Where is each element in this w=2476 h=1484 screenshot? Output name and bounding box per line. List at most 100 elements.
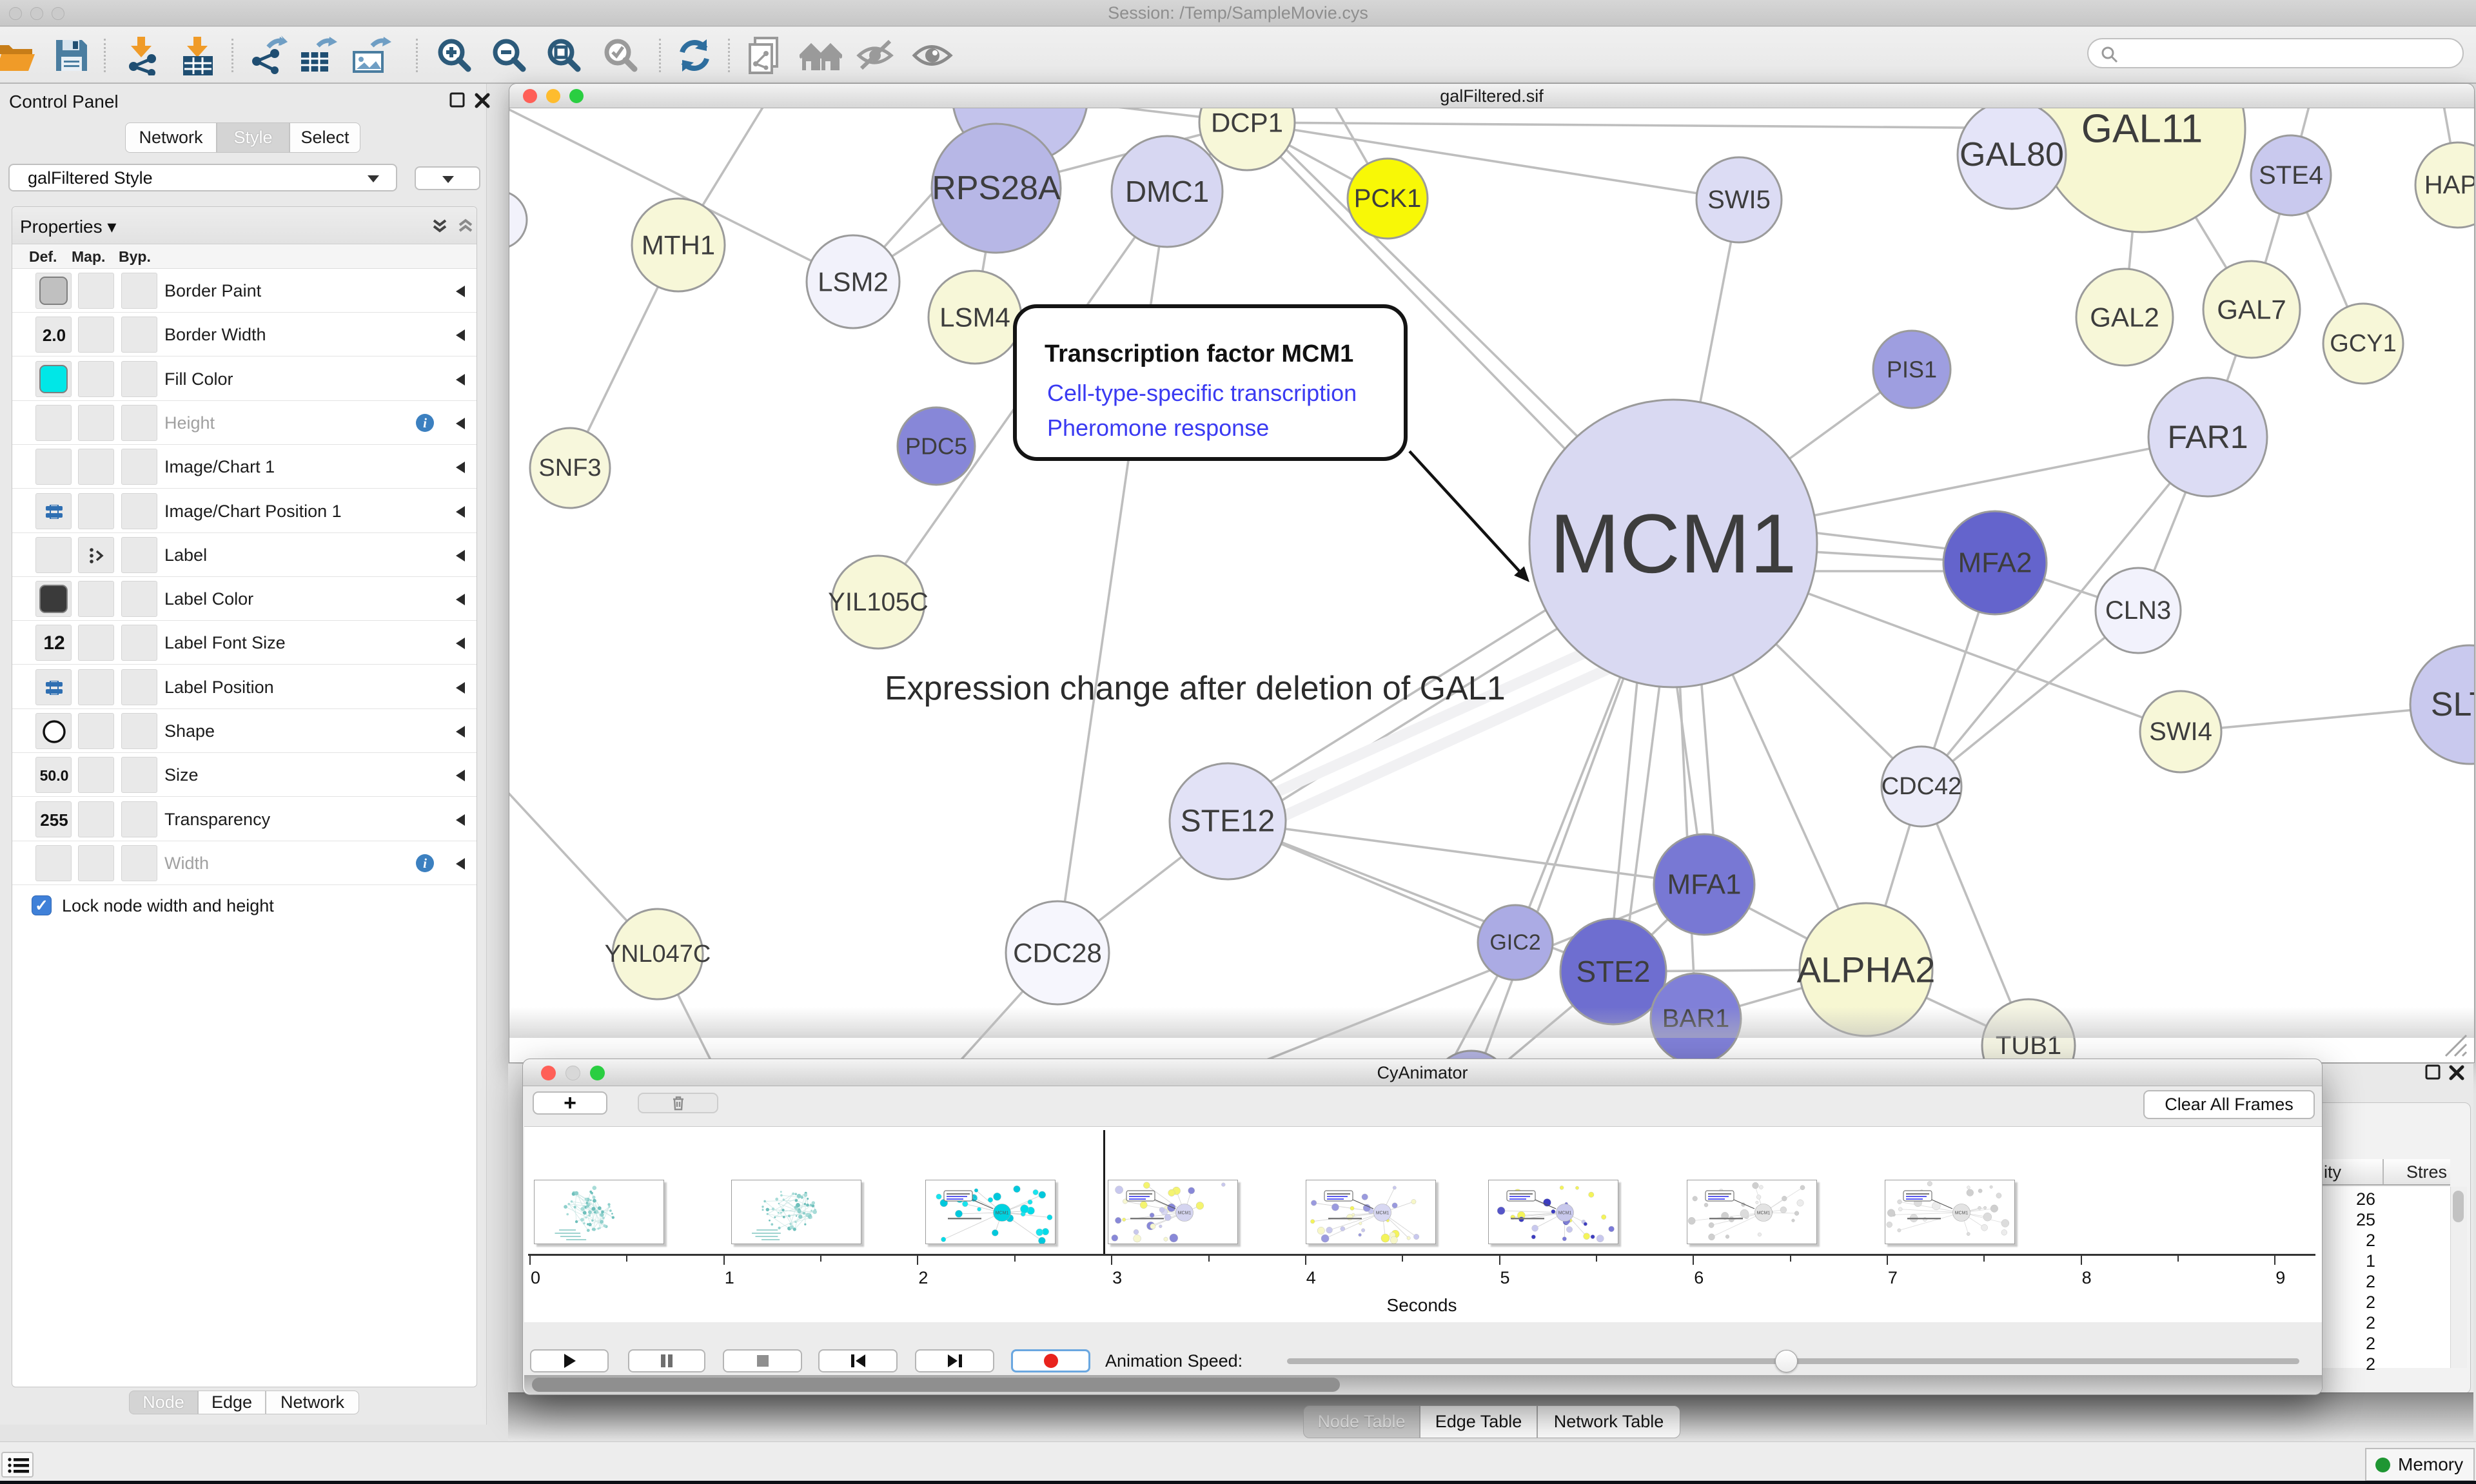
style-options-button[interactable] — [415, 166, 480, 190]
import-network-icon[interactable] — [119, 27, 163, 84]
network-edge[interactable] — [509, 108, 854, 283]
node-far1[interactable]: FAR1 — [2147, 376, 2268, 498]
tab-network[interactable]: Network — [125, 122, 217, 153]
property-row-label-color[interactable]: Label Color — [12, 577, 477, 621]
mapping-cell[interactable] — [78, 449, 114, 485]
panel-tab-edge[interactable]: Edge — [198, 1391, 266, 1414]
app-close-button[interactable] — [9, 7, 22, 20]
animation-speed-slider-thumb[interactable] — [1775, 1350, 1798, 1372]
expand-all-icon[interactable] — [430, 217, 449, 236]
bypass-cell[interactable] — [121, 404, 157, 441]
collapse-row-icon[interactable] — [456, 505, 465, 518]
node-mth1[interactable]: MTH1 — [631, 197, 726, 293]
network-edge[interactable] — [677, 108, 852, 246]
node-gic2[interactable]: GIC2 — [1477, 904, 1554, 981]
info-icon[interactable]: i — [416, 854, 434, 872]
default-value-cell[interactable] — [35, 360, 72, 397]
frame-thumbnail-8[interactable]: MCM1 — [1885, 1180, 2015, 1244]
annotation-link[interactable]: Cell-type-specific transcription — [1047, 380, 1357, 406]
node-gcy1[interactable]: GCY1 — [2322, 302, 2404, 385]
mapping-cell[interactable] — [78, 404, 114, 441]
annotation-link[interactable]: Pheromone response — [1047, 415, 1269, 441]
mapping-cell[interactable] — [78, 581, 114, 618]
annotation-callout[interactable]: Transcription factor MCM1Cell-type-speci… — [1013, 304, 1529, 582]
bypass-cell[interactable] — [121, 581, 157, 618]
play-button[interactable] — [530, 1349, 609, 1372]
collapse-row-icon[interactable] — [456, 417, 465, 429]
node-bar1[interactable]: BAR1 — [1649, 972, 1742, 1062]
tab-style[interactable]: Style — [217, 122, 290, 153]
network-close-button[interactable] — [523, 89, 537, 103]
frame-thumbnail-1[interactable] — [534, 1180, 664, 1244]
bypass-cell[interactable] — [121, 757, 157, 794]
node-dcp1[interactable]: DCP1 — [1198, 108, 1296, 171]
node-rps28a[interactable]: RPS28A — [930, 122, 1062, 254]
cyanimator-title-bar[interactable]: CyAnimator — [523, 1059, 2322, 1086]
collapse-row-icon[interactable] — [456, 373, 465, 386]
frame-thumbnail-4[interactable]: MCM1 — [1108, 1180, 1238, 1244]
zoom-out-icon[interactable] — [487, 27, 531, 84]
network-edge[interactable] — [1920, 609, 2139, 788]
collapse-row-icon[interactable] — [456, 638, 465, 650]
open-folder-icon[interactable] — [0, 27, 37, 84]
cyanimator-minimize-button[interactable] — [565, 1066, 580, 1080]
node-slt2[interactable]: SLT2 — [2409, 644, 2474, 765]
zoom-fit-icon[interactable] — [542, 27, 586, 84]
zoom-in-icon[interactable] — [433, 27, 477, 84]
node-alpha2[interactable]: ALPHA2 — [1797, 902, 1936, 1037]
panel-tab-node[interactable]: Node — [129, 1391, 198, 1414]
node-mfa1[interactable]: MFA1 — [1653, 833, 1756, 936]
bypass-cell[interactable] — [121, 360, 157, 397]
property-row-border-paint[interactable]: Border Paint — [12, 269, 477, 313]
mapping-cell[interactable] — [78, 669, 114, 705]
node-hidden[interactable] — [509, 191, 528, 249]
delete-frame-button[interactable] — [638, 1093, 718, 1113]
close-panel-icon[interactable] — [473, 92, 491, 110]
export-network-icon[interactable] — [246, 27, 290, 84]
resize-grip-icon[interactable] — [2441, 1030, 2469, 1059]
float-panel-icon[interactable] — [449, 92, 466, 108]
node-swi4[interactable]: SWI4 — [2139, 690, 2223, 774]
bypass-cell[interactable] — [121, 449, 157, 485]
canvas-text-annotation[interactable]: Expression change after deletion of GAL1 — [885, 670, 1506, 707]
snapshot-icon[interactable] — [742, 27, 786, 84]
bypass-cell[interactable] — [121, 845, 157, 881]
node-pdc5[interactable]: PDC5 — [896, 406, 976, 486]
cyanimator-zoom-button[interactable] — [590, 1066, 605, 1080]
highlighted-edge[interactable] — [1241, 627, 1634, 812]
tab-node-table[interactable]: Node Table — [1303, 1405, 1420, 1438]
default-value-cell[interactable] — [35, 581, 72, 618]
hide-selected-icon[interactable] — [855, 27, 899, 84]
stop-button[interactable] — [723, 1349, 802, 1372]
default-value-cell[interactable]: 2.0 — [35, 317, 72, 353]
refresh-icon[interactable] — [673, 27, 716, 84]
collapse-row-icon[interactable] — [456, 814, 465, 826]
table-vertical-scrollbar[interactable] — [2450, 1187, 2467, 1368]
node-dmc1[interactable]: DMC1 — [1110, 135, 1224, 248]
float-table-panel-icon[interactable] — [2424, 1064, 2441, 1080]
mapping-cell[interactable] — [78, 801, 114, 837]
default-value-cell[interactable] — [35, 713, 72, 749]
node-gal11[interactable]: GAL11 — [2038, 108, 2246, 233]
frame-thumbnail-2[interactable] — [731, 1180, 861, 1244]
export-image-icon[interactable] — [349, 27, 393, 84]
bypass-cell[interactable] — [121, 625, 157, 661]
default-value-cell[interactable] — [35, 669, 72, 705]
mapping-cell[interactable] — [78, 713, 114, 749]
collapse-row-icon[interactable] — [456, 329, 465, 342]
network-canvas[interactable]: RPS28BDCP1RPS28ADMC1PCK1SWI5GAL11GAL80ST… — [509, 108, 2474, 1062]
mapping-cell[interactable] — [78, 273, 114, 309]
default-value-cell[interactable]: 12 — [35, 625, 72, 661]
node-mcm1[interactable]: MCM1 — [1528, 398, 1818, 688]
collapse-row-icon[interactable] — [456, 770, 465, 782]
app-minimize-button[interactable] — [30, 7, 43, 20]
skip-start-button[interactable] — [818, 1349, 898, 1372]
default-value-cell[interactable] — [35, 845, 72, 881]
lock-node-size-checkbox[interactable]: ✓ — [32, 895, 52, 915]
search-input[interactable] — [2087, 38, 2464, 68]
